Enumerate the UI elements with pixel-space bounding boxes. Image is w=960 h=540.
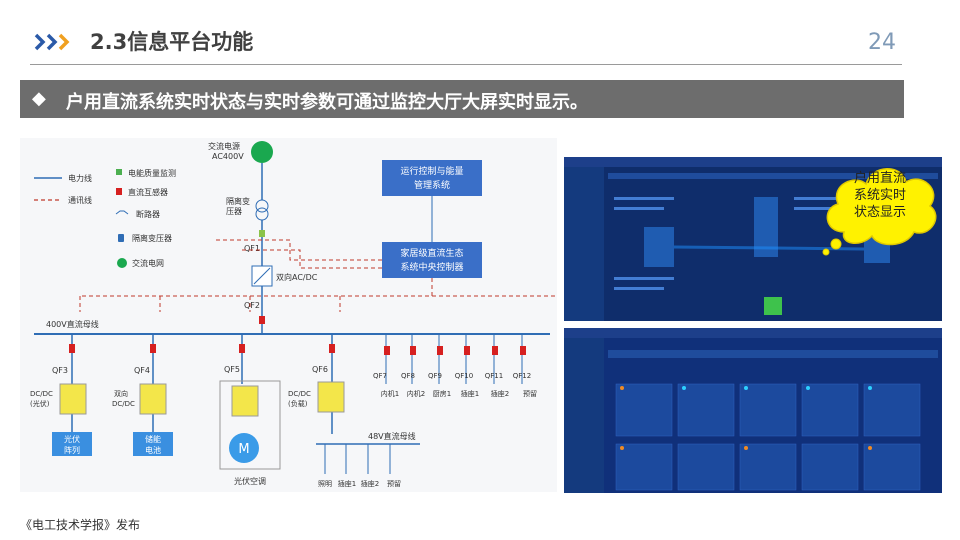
svg-text:QF5: QF5 <box>224 365 240 374</box>
ac-grid-icon <box>251 141 273 163</box>
svg-text:电池: 电池 <box>145 445 161 455</box>
acdc-label: 双向AC/DC <box>276 272 318 282</box>
svg-text:QF10: QF10 <box>455 372 473 380</box>
svg-text:QF2: QF2 <box>244 301 260 310</box>
ac-voltage-label: AC400V <box>212 152 244 161</box>
legend: 电力线 通讯线 电能质量监测 直流互感器 断路器 隔离变压器 交流电网 <box>34 168 176 268</box>
svg-text:DC/DC: DC/DC <box>288 390 311 398</box>
svg-text:家居级直流生态: 家居级直流生态 <box>400 247 463 259</box>
svg-text:隔离变: 隔离变 <box>226 196 250 206</box>
svg-text:DC/DC: DC/DC <box>112 400 135 408</box>
svg-text:运行控制与能量: 运行控制与能量 <box>400 165 463 177</box>
svg-text:系统中央控制器: 系统中央控制器 <box>400 261 463 273</box>
iso-transformer-icon <box>255 199 269 213</box>
svg-text:QF1: QF1 <box>244 244 260 253</box>
ac-source-label: 交流电源 <box>208 141 240 151</box>
svg-text:插座2: 插座2 <box>361 479 379 488</box>
svg-text:(负载): (负载) <box>288 399 308 408</box>
monitor-screenshot-bottom <box>564 328 942 493</box>
svg-text:光伏: 光伏 <box>64 434 80 444</box>
svg-text:QF6: QF6 <box>312 365 328 374</box>
bus400-label: 400V直流母线 <box>46 319 99 329</box>
motor-icon <box>229 433 259 463</box>
svg-text:QF8: QF8 <box>401 372 415 380</box>
branch-storage: QF4 双向 DC/DC 储能 电池 <box>112 334 173 456</box>
svg-text:压器: 压器 <box>226 207 242 216</box>
legend-iso-transformer: 隔离变压器 <box>132 233 172 243</box>
header-divider <box>30 64 902 65</box>
svg-text:照明: 照明 <box>318 480 332 488</box>
svg-text:QF4: QF4 <box>134 366 150 375</box>
banner-text: 户用直流系统实时状态与实时参数可通过监控大厅大屏实时显示。 <box>66 92 588 113</box>
legend-ac-grid: 交流电网 <box>132 258 164 268</box>
callout-cloud-icon <box>822 168 937 256</box>
svg-text:插座2: 插座2 <box>491 389 509 398</box>
svg-text:QF12: QF12 <box>513 372 531 380</box>
page-title: 2.3信息平台功能 <box>90 30 254 54</box>
legend-breaker: 断路器 <box>136 209 160 219</box>
svg-text:储能: 储能 <box>145 434 161 444</box>
diamond-bullet-icon: ◆ <box>32 88 46 109</box>
legend-comm-line: 通讯线 <box>68 195 92 205</box>
legend-power-line: 电力线 <box>68 173 92 183</box>
svg-text:厨房1: 厨房1 <box>433 389 451 398</box>
svg-text:管理系统: 管理系统 <box>414 179 450 191</box>
svg-text:内机1: 内机1 <box>381 389 399 398</box>
svg-text:QF3: QF3 <box>52 366 68 375</box>
system-diagram: 电力线 通讯线 电能质量监测 直流互感器 断路器 隔离变压器 交流电网 交流电源… <box>20 138 557 492</box>
svg-text:QF7: QF7 <box>373 372 387 380</box>
branch-load: QF6 DC/DC (负载) <box>288 334 345 434</box>
footer-source: 《电工技术学报》发布 <box>20 518 141 532</box>
svg-text:M: M <box>238 442 249 457</box>
branch-pv: QF3 DC/DC (光伏) 光伏 阵列 <box>30 334 92 456</box>
bus48-label: 48V直流母线 <box>368 431 416 441</box>
svg-text:阵列: 阵列 <box>64 445 80 455</box>
page-number: 24 <box>868 30 896 55</box>
svg-text:插座1: 插座1 <box>338 479 356 488</box>
energy-management-box <box>382 160 482 196</box>
legend-power-quality: 电能质量监测 <box>128 168 176 178</box>
svg-text:预留: 预留 <box>523 389 537 398</box>
callout-text: 户用直流 系统实时 状态显示 <box>853 171 906 220</box>
svg-text:插座1: 插座1 <box>461 389 479 398</box>
svg-text:(光伏): (光伏) <box>30 399 50 408</box>
svg-text:内机2: 内机2 <box>407 389 425 398</box>
headline-banner: ◆ 户用直流系统实时状态与实时参数可通过监控大厅大屏实时显示。 <box>20 80 904 118</box>
svg-text:双向: 双向 <box>114 389 128 398</box>
svg-text:预留: 预留 <box>387 479 401 488</box>
household-loads: QF7 内机1 QF8 内机2 QF9 厨房1 QF10 插座1 QF11 插座2 QF1… <box>373 334 537 398</box>
legend-dc-transformer: 直流互感器 <box>128 187 168 197</box>
svg-text:QF11: QF11 <box>485 372 503 380</box>
central-controller-box <box>382 242 482 278</box>
svg-text:DC/DC: DC/DC <box>30 390 53 398</box>
chevron-arrows-icon <box>34 33 70 51</box>
branch-pv-ac: QF5 M 光伏空调 <box>219 334 281 486</box>
svg-text:光伏空调: 光伏空调 <box>234 476 266 486</box>
svg-text:QF9: QF9 <box>428 372 442 380</box>
